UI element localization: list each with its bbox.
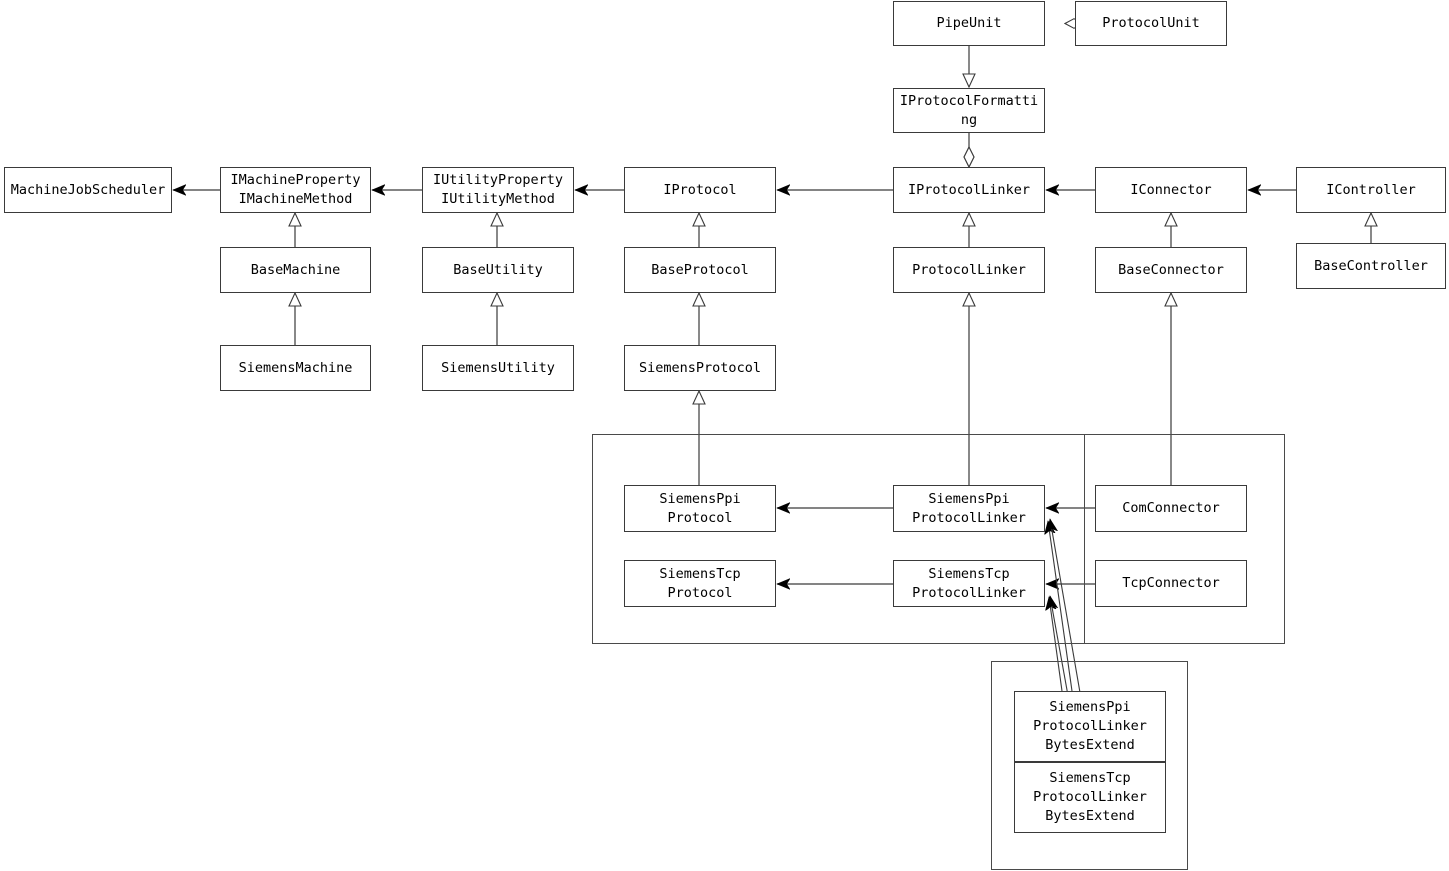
class-label-base-utility: BaseUtility [453,261,543,278]
group-connectors [1084,434,1285,644]
class-label-tcp-connector: TcpConnector [1122,575,1220,591]
class-label-protocol-unit: ProtocolUnit [1102,15,1200,31]
class-label-iprotocol: IProtocol [663,181,737,198]
class-label-imachine: IMachineProperty IMachineMethod [230,172,361,207]
class-box-base-protocol[interactable]: BaseProtocol [624,247,776,293]
class-box-base-machine[interactable]: BaseMachine [220,247,371,293]
class-label-icontroller: IController [1326,181,1416,198]
class-box-siemens-tcp-protocol-linker-bytes-extend[interactable]: SiemensTcp ProtocolLinker BytesExtend [1014,762,1166,833]
class-label-siemens-ppi-protocol: SiemensPpi Protocol [659,490,741,526]
class-label-iprotocol-formatting: IProtocolFormatti ng [899,92,1039,128]
class-label-siemens-utility: SiemensUtility [441,359,555,376]
class-box-protocol-unit[interactable]: ProtocolUnit [1075,1,1227,46]
class-box-com-connector[interactable]: ComConnector [1095,485,1247,532]
class-label-siemens-tcp-protocol: SiemensTcp Protocol [659,565,741,601]
class-label-iconnector: IConnector [1130,181,1212,198]
class-label-com-connector: ComConnector [1122,500,1220,516]
class-label-siemens-ppi-protocol-linker-bytes-extend: SiemensPpi ProtocolLinker BytesExtend [1033,699,1147,753]
class-box-protocol-linker[interactable]: ProtocolLinker [893,247,1045,293]
class-box-siemens-ppi-protocol-linker[interactable]: SiemensPpi ProtocolLinker [893,485,1045,532]
class-box-siemens-utility[interactable]: SiemensUtility [422,345,574,391]
class-box-base-utility[interactable]: BaseUtility [422,247,574,293]
class-box-siemens-protocol[interactable]: SiemensProtocol [624,345,776,391]
class-box-iconnector[interactable]: IConnector [1095,167,1247,213]
aggregation-diamond-iprotocollinker [963,145,975,169]
class-label-siemens-machine: SiemensMachine [238,359,353,376]
class-label-iutility: IUtilityProperty IUtilityMethod [432,172,564,207]
class-box-iprotocol-linker[interactable]: IProtocolLinker [893,167,1045,213]
class-label-protocol-linker: ProtocolLinker [912,261,1026,278]
class-box-pipe-unit[interactable]: PipeUnit [893,1,1045,46]
class-box-siemens-tcp-protocol-linker[interactable]: SiemensTcp ProtocolLinker [893,560,1045,607]
class-box-machine-job-scheduler[interactable]: MachineJobScheduler [4,167,172,213]
class-box-base-connector[interactable]: BaseConnector [1095,247,1247,293]
class-box-iprotocol-formatting[interactable]: IProtocolFormatti ng [893,88,1045,133]
class-label-base-connector: BaseConnector [1118,261,1224,278]
class-box-iutility[interactable]: IUtilityProperty IUtilityMethod [422,167,574,213]
class-label-siemens-protocol: SiemensProtocol [639,359,761,376]
class-label-siemens-ppi-protocol-linker: SiemensPpi ProtocolLinker [912,490,1026,526]
class-box-siemens-ppi-protocol[interactable]: SiemensPpi Protocol [624,485,776,532]
class-box-base-controller[interactable]: BaseController [1296,243,1446,289]
class-label-iprotocol-linker: IProtocolLinker [908,181,1030,198]
class-box-iprotocol[interactable]: IProtocol [624,167,776,213]
class-box-tcp-connector[interactable]: TcpConnector [1095,560,1247,607]
class-box-icontroller[interactable]: IController [1296,167,1446,213]
class-label-base-protocol: BaseProtocol [651,261,749,278]
class-box-siemens-tcp-protocol[interactable]: SiemensTcp Protocol [624,560,776,607]
class-box-siemens-machine[interactable]: SiemensMachine [220,345,371,391]
class-label-base-machine: BaseMachine [250,261,341,278]
class-label-pipe-unit: PipeUnit [936,15,1002,31]
class-label-siemens-tcp-protocol-linker: SiemensTcp ProtocolLinker [912,565,1026,601]
class-box-imachine[interactable]: IMachineProperty IMachineMethod [220,167,371,213]
class-label-machine-job-scheduler: MachineJobScheduler [10,181,166,198]
class-box-siemens-ppi-protocol-linker-bytes-extend[interactable]: SiemensPpi ProtocolLinker BytesExtend [1014,691,1166,762]
class-label-base-controller: BaseController [1314,257,1428,274]
class-label-siemens-tcp-protocol-linker-bytes-extend: SiemensTcp ProtocolLinker BytesExtend [1033,770,1147,824]
